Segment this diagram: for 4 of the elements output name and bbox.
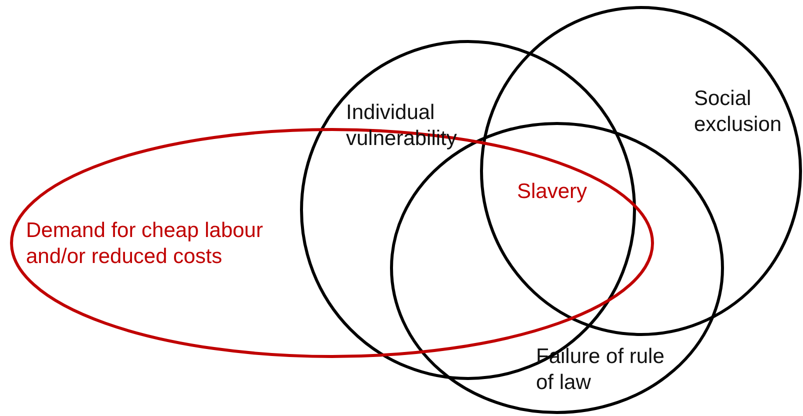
set-label: Individual vulnerability: [346, 100, 458, 152]
set-label: Social exclusion: [694, 86, 783, 138]
set-label: Demand for cheap labour and/or reduced costs: [26, 218, 264, 270]
intersection-label: Slavery: [517, 180, 588, 204]
